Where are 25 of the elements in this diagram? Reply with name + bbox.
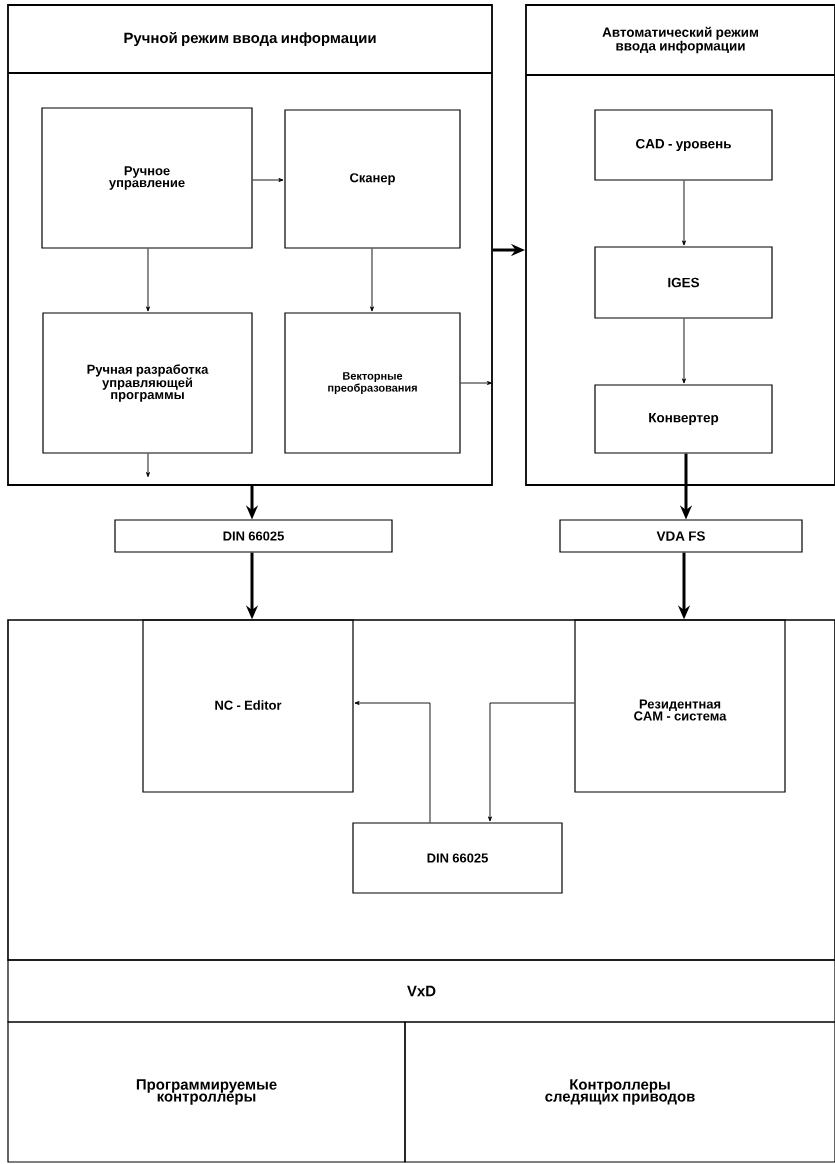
arrow xyxy=(488,702,575,822)
format-box: DIN 66025 xyxy=(114,519,393,553)
format-box: VDA FS xyxy=(559,519,803,553)
arrow xyxy=(146,248,150,312)
arrow xyxy=(146,453,150,478)
arrow xyxy=(354,701,431,823)
controller-box: Контроллеры следящих приводов xyxy=(404,1021,835,1163)
process-box: CAD - уровень xyxy=(594,109,773,181)
layer-box: VxD xyxy=(7,959,835,1023)
arrow xyxy=(252,178,284,182)
process-box: Конвертер xyxy=(594,384,773,454)
process-box: Резидентная CAM - система xyxy=(574,619,786,793)
process-box: Ручная разработка управляющей программы xyxy=(42,312,253,454)
arrow xyxy=(460,381,492,385)
format-box: DIN 66025 xyxy=(352,822,563,894)
process-box: Векторные преобразования xyxy=(284,312,461,454)
arrow xyxy=(370,248,374,312)
arrow xyxy=(682,318,686,384)
system-box xyxy=(7,619,835,961)
process-box: Сканер xyxy=(284,109,461,249)
process-box: NC - Editor xyxy=(142,619,354,793)
arrow xyxy=(682,180,686,246)
process-box: IGES xyxy=(594,246,773,319)
process-box: Ручное управление xyxy=(41,107,253,249)
controller-box: Программируемые контроллеры xyxy=(7,1021,406,1163)
